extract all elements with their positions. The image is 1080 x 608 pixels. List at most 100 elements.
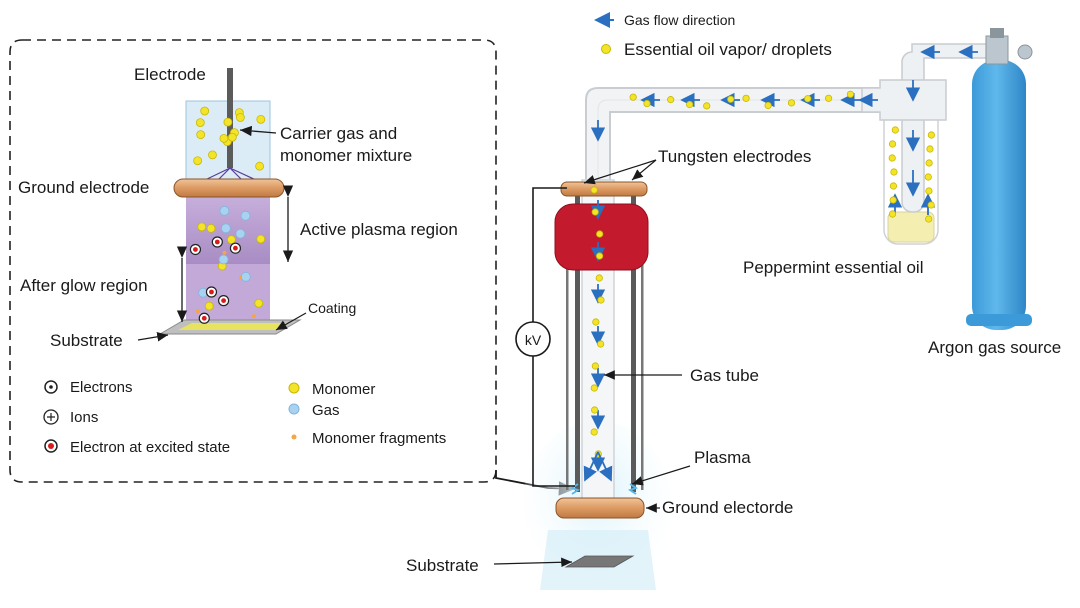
- oil-droplet: [667, 96, 675, 104]
- monomer-particle: [193, 156, 203, 166]
- oil-droplet: [927, 131, 935, 139]
- ground-electorde-label: Ground electorde: [662, 498, 793, 517]
- outer-tube-right: [641, 262, 644, 490]
- excited-core: [201, 315, 207, 321]
- gas-particle: [240, 210, 251, 221]
- kv-label: kV: [525, 332, 542, 348]
- excited-core: [233, 245, 238, 251]
- oil-droplet: [591, 208, 599, 216]
- monomer-particle: [196, 130, 206, 140]
- inset-active-plasma-label: Active plasma region: [300, 220, 458, 239]
- gas-particle: [220, 223, 231, 234]
- legend-gas-label: Gas: [312, 402, 340, 419]
- oil-droplet: [703, 102, 711, 110]
- inset-ground-electrode-ring: [173, 178, 285, 198]
- oil-droplet: [787, 99, 796, 107]
- substrate-pointer: [493, 557, 573, 568]
- oil-droplet: [926, 145, 934, 153]
- oil-droplet: [890, 168, 898, 176]
- monomer-particle: [254, 298, 264, 308]
- oil-droplet: [888, 154, 896, 162]
- oil-droplet: [891, 126, 899, 134]
- top-electrode-ring: [560, 181, 648, 197]
- argon-valve-knob: [1017, 44, 1033, 60]
- monomer-particle: [204, 301, 214, 311]
- oil-droplet: [889, 196, 897, 204]
- monomer-particle: [200, 106, 210, 116]
- oil-droplet: [888, 140, 897, 148]
- inset-carrier-gas-line2: monomer mixture: [280, 146, 412, 165]
- legend-ions-label: Ions: [70, 409, 98, 426]
- monomer-particle: [223, 117, 233, 127]
- oil-droplet: [592, 318, 600, 326]
- monomer-particle: [208, 150, 217, 160]
- droplet-icon: [601, 44, 611, 54]
- gas-icon: [288, 403, 300, 415]
- argon-cylinder: [972, 60, 1026, 330]
- tungsten-pointer-right: [631, 159, 657, 181]
- tungsten-label: Tungsten electrodes: [658, 147, 811, 166]
- oil-droplet: [590, 384, 598, 392]
- legend-electrons-label: Electrons: [70, 379, 133, 396]
- inset-after-glow-label: After glow region: [20, 276, 148, 295]
- argon-label: Argon gas source: [928, 338, 1061, 357]
- oil-droplet: [643, 99, 651, 108]
- monomer-particle: [255, 161, 265, 171]
- apparatus: kV Tungsten electrodes Peppermint essent…: [406, 28, 1061, 600]
- oil-droplet: [591, 362, 599, 370]
- legend-monomer-label: Monomer: [312, 381, 375, 398]
- inset-legend: Electrons Ions Electron at excited state…: [43, 379, 446, 456]
- inset-particles: [189, 106, 266, 324]
- gas-particle: [219, 205, 230, 216]
- discharge-lines: [204, 167, 257, 185]
- oil-droplet: [590, 186, 598, 194]
- fragment-icon: [291, 434, 297, 440]
- oil-droplet: [629, 93, 637, 101]
- plasma-label: Plasma: [694, 448, 751, 467]
- oil-droplet: [804, 95, 812, 103]
- oil-droplet: [686, 100, 694, 109]
- monomer-particle: [227, 132, 237, 142]
- legend-excited-label: Electron at excited state: [70, 439, 230, 456]
- oil-droplet: [595, 274, 603, 282]
- oil-droplet: [597, 340, 605, 348]
- flow-marks: [583, 44, 978, 482]
- gas-particle: [235, 228, 246, 239]
- oil-droplet: [925, 187, 933, 195]
- oil-droplet: [888, 210, 897, 218]
- inset-ground-electrode-label: Ground electrode: [18, 178, 149, 197]
- tungsten-electrode-right: [631, 182, 636, 492]
- flow-arrow: [583, 451, 599, 482]
- top-legend: Gas flow direction Essential oil vapor/ …: [594, 12, 832, 59]
- inset-electrode-label: Electrode: [134, 65, 206, 84]
- carrier-gas-pointer: [239, 125, 277, 137]
- fragment-particle: [251, 314, 256, 319]
- bottom-ground-electrode-ring: [555, 497, 645, 519]
- gas-particle: [218, 254, 229, 265]
- inset-panel: Electrode Carrier gas and monomer mixtur…: [9, 39, 497, 483]
- oil-droplet: [591, 406, 599, 414]
- oil-droplet: [596, 230, 604, 238]
- substrate-plate: [564, 555, 635, 568]
- gas-particle: [240, 271, 251, 282]
- monomer-particle: [256, 234, 266, 244]
- excited-core: [221, 298, 226, 304]
- oil-droplet: [927, 201, 935, 209]
- legend-oil-vapor-label: Essential oil vapor/ droplets: [624, 40, 832, 59]
- gas-tube-label: Gas tube: [690, 366, 759, 385]
- fragment-particle: [195, 309, 200, 314]
- oil-droplet: [925, 159, 933, 167]
- oil-droplet: [742, 94, 750, 102]
- kv-meter: [515, 321, 551, 357]
- monomer-particle: [226, 235, 236, 245]
- argon-valve-cap: [990, 28, 1004, 38]
- monomer-particle: [235, 113, 245, 122]
- inset-coating-label: Coating: [308, 300, 356, 316]
- argon-valve: [985, 35, 1009, 65]
- monomer-particle: [219, 133, 229, 143]
- monomer-icon: [288, 382, 300, 394]
- tungsten-pointer-left: [583, 159, 657, 185]
- excited-core: [214, 239, 220, 245]
- monomer-particle: [256, 114, 266, 124]
